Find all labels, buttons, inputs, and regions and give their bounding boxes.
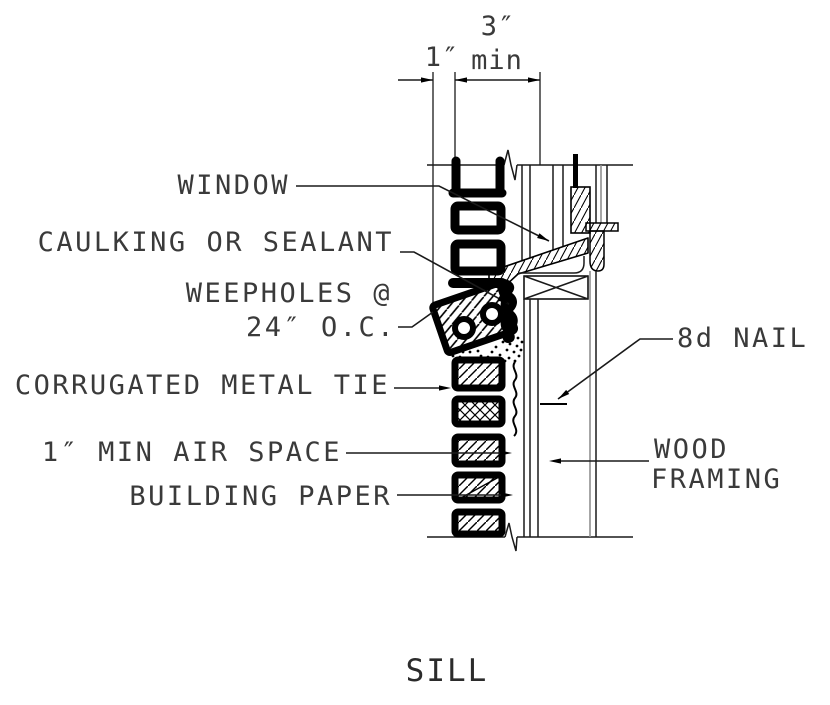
dim-arrow-icon: [455, 77, 467, 83]
label-window: WINDOW: [177, 170, 290, 201]
sash-bottom-rail: [570, 186, 591, 234]
brick-veneer: [451, 356, 506, 538]
leader-arrow-icon: [558, 389, 570, 399]
bottom-break-icon: [504, 522, 518, 552]
brick: [451, 356, 506, 392]
dim-1in-label: 1″: [425, 42, 460, 73]
leader-metal-tie: [394, 385, 451, 391]
sealant-and-mortar: [451, 279, 524, 363]
sill-underside-line: [518, 256, 585, 274]
brick: [451, 433, 506, 468]
blocking-x-icon: [523, 275, 589, 300]
window-frame-section: [448, 156, 507, 288]
label-nail: 8d NAIL: [677, 323, 808, 354]
leader-arrow-icon: [549, 458, 561, 464]
label-caulking: CAULKING OR SEALANT: [38, 227, 394, 258]
leader-air-space: [346, 450, 512, 456]
sloped-wood-sill: [488, 237, 589, 288]
label-air-space: 1″ MIN AIR SPACE: [42, 437, 342, 468]
leader-wood-framing: [549, 458, 649, 464]
dimension-annotations: 3″ 1″ min: [398, 11, 541, 304]
weephole-icon: [452, 316, 476, 340]
frame-profile: [450, 239, 506, 276]
drawing-title: SILL: [406, 653, 489, 689]
leader-building-paper: [397, 492, 513, 498]
frame-top-profile: [448, 156, 507, 198]
sealant-bead: [500, 279, 518, 343]
label-weepholes-line2: 24″ O.C.: [246, 312, 396, 343]
dim-3in-label: 3″: [481, 11, 516, 42]
leader-arrow-icon: [501, 492, 513, 498]
label-wood-framing-line1: WOOD: [654, 434, 729, 465]
top-break-icon: [503, 149, 518, 181]
label-weepholes-line1: WEEPHOLES @: [186, 278, 392, 309]
rowlock-sill-brick: [429, 280, 519, 356]
interior-stop-lines: [595, 165, 608, 223]
dim-arrow-icon: [421, 77, 433, 83]
leader-weepholes: [398, 311, 434, 328]
leader-arrow-icon: [439, 385, 451, 391]
corrugated-tie-squiggle: [512, 361, 518, 437]
brick: [451, 508, 506, 538]
label-building-paper: BUILDING PAPER: [129, 481, 392, 512]
frame-lines: [521, 165, 564, 261]
dim-arrow-icon: [528, 77, 540, 83]
weephole-icon: [480, 302, 504, 326]
leader-caulking: [400, 251, 510, 305]
dim-min-label: min: [471, 45, 523, 76]
stool: [585, 222, 619, 232]
frame-profile: [450, 201, 506, 235]
apron: [589, 230, 605, 272]
leader-nail: [557, 338, 673, 400]
sheathing-lines: [523, 299, 539, 537]
leader-arrow-icon: [537, 233, 549, 241]
leader-arrow-icon: [497, 295, 509, 304]
leader-window: [296, 185, 550, 242]
label-wood-framing-line2: FRAMING: [651, 464, 782, 495]
wall-assembly: [488, 154, 619, 537]
leader-arrow-icon: [500, 450, 512, 456]
leaders: [296, 185, 673, 498]
callout-labels: WINDOW CAULKING OR SEALANT WEEPHOLES @ 2…: [15, 170, 808, 689]
brick: [451, 395, 506, 428]
label-metal-tie: CORRUGATED METAL TIE: [15, 370, 390, 401]
